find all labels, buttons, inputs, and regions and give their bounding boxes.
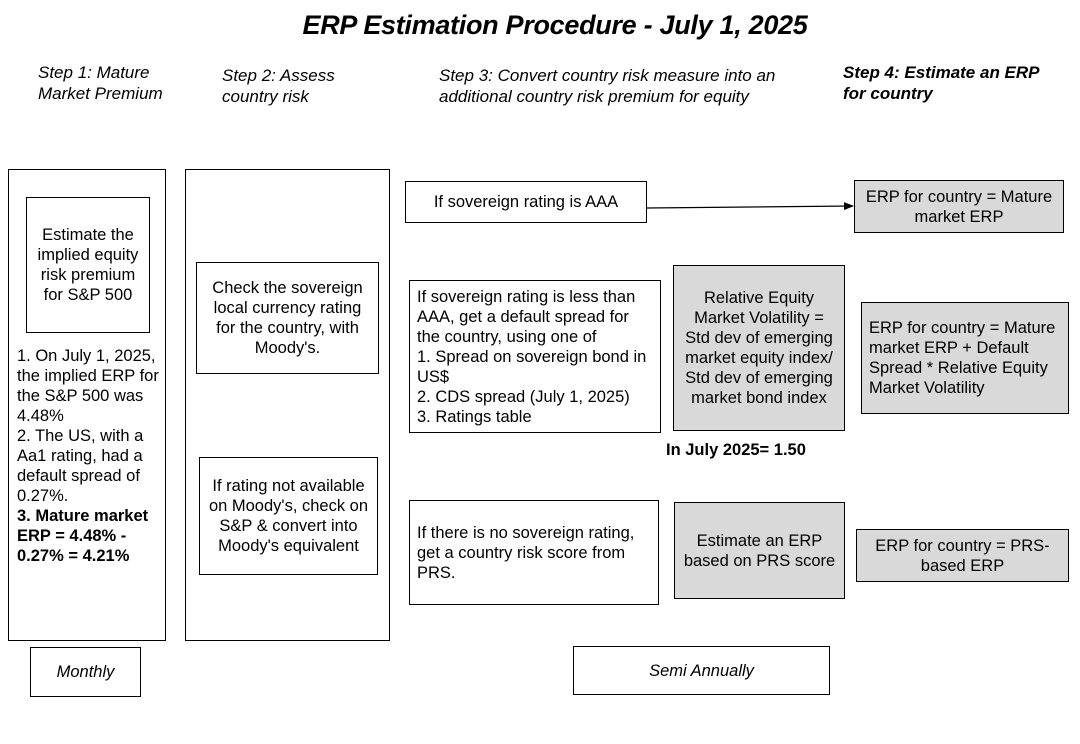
- erp-prs-box: ERP for country = PRS-based ERP: [856, 529, 1069, 582]
- check-rating-box: Check the sovereign local currency ratin…: [196, 262, 379, 374]
- no-rating-box: If there is no sovereign rating, get a c…: [409, 500, 659, 605]
- step1-heading: Step 1: Mature Market Premium: [38, 63, 163, 103]
- option-ratings-table: 3. Ratings table: [417, 408, 532, 426]
- relative-volatility-box: Relative Equity Market Volatility = Std …: [673, 265, 845, 431]
- default-spread-box: If sovereign rating is less than AAA, ge…: [409, 280, 661, 433]
- volatility-value: In July 2025= 1.50: [666, 441, 806, 459]
- rating-not-available-box: If rating not available on Moody's, chec…: [199, 457, 378, 575]
- implied-erp-box: Estimate the implied equity risk premium…: [26, 197, 150, 333]
- default-spread-intro: If sovereign rating is less than AAA, ge…: [417, 288, 636, 346]
- mature-premium-notes: 1. On July 1, 2025, the implied ERP for …: [17, 346, 163, 566]
- option-sovereign-bond: 1. Spread on sovereign bond in US$: [417, 348, 647, 386]
- note-implied-erp: 1. On July 1, 2025, the implied ERP for …: [17, 347, 159, 425]
- monthly-frequency-box: Monthly: [30, 647, 141, 697]
- note-us-spread: 2. The US, with a Aa1 rating, had a defa…: [17, 427, 144, 505]
- erp-aaa-box: ERP for country = Mature market ERP: [854, 180, 1064, 233]
- step3-heading: Step 3: Convert country risk measure int…: [439, 66, 776, 106]
- step2-heading: Step 2: Assess country risk: [222, 66, 335, 106]
- aaa-rating-box: If sovereign rating is AAA: [405, 181, 647, 223]
- page-title: ERP Estimation Procedure - July 1, 2025: [302, 10, 808, 40]
- erp-default-spread-box: ERP for country = Mature market ERP + De…: [861, 302, 1069, 414]
- prs-estimate-box: Estimate an ERP based on PRS score: [674, 502, 845, 599]
- semi-annual-frequency-box: Semi Annually: [573, 646, 830, 695]
- option-cds-spread: 2. CDS spread (July 1, 2025): [417, 388, 630, 406]
- note-mature-erp: 3. Mature market ERP = 4.48% - 0.27% = 4…: [17, 507, 149, 565]
- step4-heading: Step 4: Estimate an ERP for country: [843, 63, 1039, 103]
